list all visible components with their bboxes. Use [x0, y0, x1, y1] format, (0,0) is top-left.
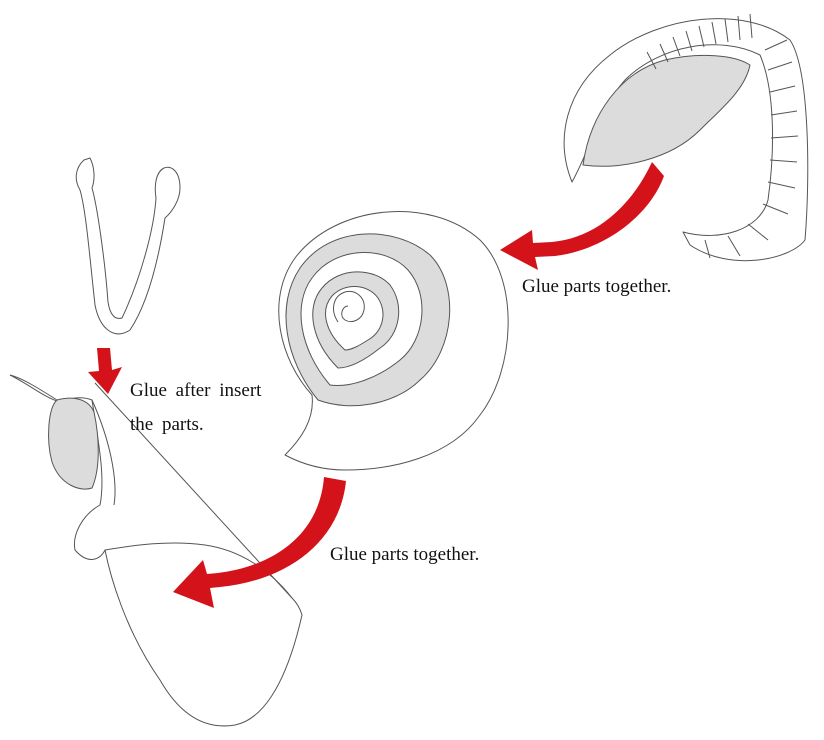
cochlea-part	[279, 212, 508, 470]
label-glue-insert-line2: the parts.	[130, 408, 204, 442]
semicircular-canal-part	[564, 14, 808, 261]
label-glue-bottom: Glue parts together.	[330, 538, 479, 572]
label-glue-insert-line1: Glue after insert	[130, 374, 261, 408]
ossicle-part	[76, 158, 180, 334]
arrow-canal-to-cochlea	[500, 162, 664, 270]
label-glue-top: Glue parts together.	[522, 270, 671, 304]
